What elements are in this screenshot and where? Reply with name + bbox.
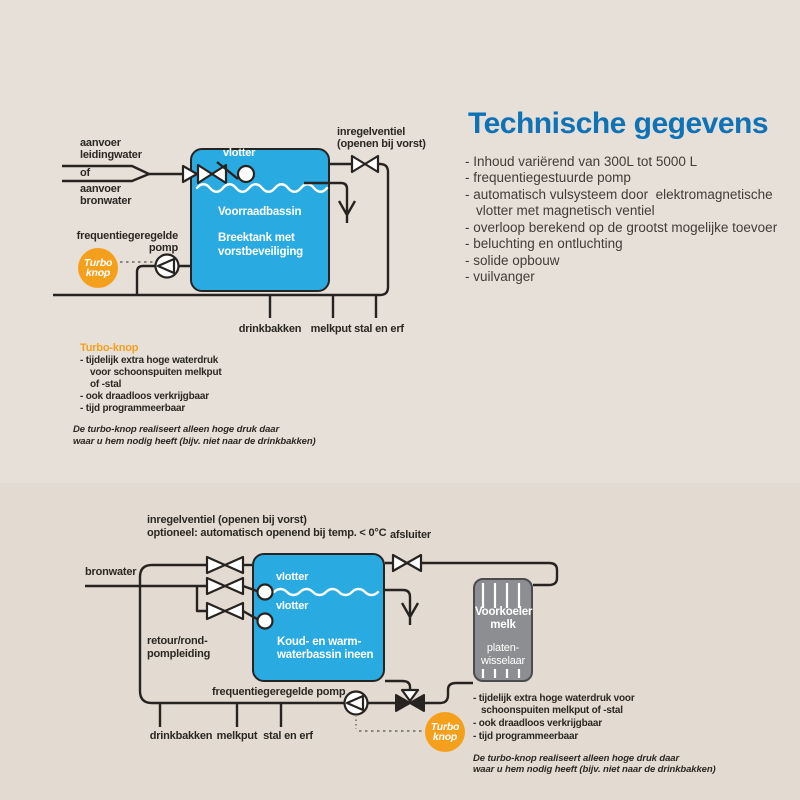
d1-turbo-label-2: knop (85, 267, 111, 279)
turbo-info-note-1: De turbo-knop realiseert alleen hoge dru… (73, 424, 280, 435)
d2-branch-pipe (195, 586, 207, 613)
d2-note-1: De turbo-knop realiseert alleen hoge dru… (473, 753, 680, 764)
d1-overflow-arrow (304, 181, 357, 223)
d2-float1-link (242, 584, 258, 593)
page-title: Technische gegevens (468, 107, 769, 140)
d2-float2-link (242, 609, 258, 621)
turbo-info-bullet-4: - ook draadloos verkrijgbaar (80, 391, 209, 402)
d2-cooler-label-2: melk (490, 619, 516, 631)
turbo-info-bullet-2: voor schoonspuiten melkput (90, 367, 222, 378)
d2-float1-label: vlotter (276, 571, 309, 583)
d2-note-2: waar u hem nodig heeft (bijv. niet naar … (473, 764, 716, 775)
d2-float2-label: vlotter (276, 600, 309, 612)
d2-pump-symbol (343, 690, 369, 716)
d2-water-level (272, 587, 380, 597)
d2-regulator-label-1: inregelventiel (openen bij vorst) (147, 514, 307, 526)
spec-line-7: - solide opbouw (465, 253, 560, 268)
d1-water-level (195, 183, 329, 193)
d2-float1-ball (256, 583, 274, 601)
turbo-info-heading: Turbo-knop (80, 342, 139, 354)
d1-float-label: vlotter (223, 147, 256, 159)
spec-line-5: - overloop berekend op de grootst mogeli… (465, 220, 778, 235)
d1-turbo-label-1: Turbo (83, 257, 113, 269)
d2-shutoff-pipe (385, 561, 559, 587)
d2-valve-1 (205, 555, 245, 575)
d2-cooler-label-1: Voorkoeler (475, 606, 533, 618)
d1-regulator-label-2: (openen bij vorst) (337, 138, 426, 150)
section-bottom-background (0, 483, 800, 800)
d1-output-label-1: drinkbakken (238, 323, 302, 335)
d1-regulator-pipe (53, 162, 390, 297)
spec-line-4: vlotter met magnetisch ventiel (476, 203, 655, 218)
d2-shutoff-label: afsluiter (390, 529, 431, 541)
d2-overflow-arrow (385, 588, 420, 625)
d2-bullet-2: schoonspuiten melkput of -stal (481, 705, 623, 716)
d2-bullet-3: - ook draadloos verkrijgbaar (473, 718, 602, 729)
d2-cooler-label-4: wisselaar (480, 655, 526, 667)
d2-loop-label-2: pompleiding (147, 648, 211, 660)
d2-tank-title-2: waterbassin ineen (277, 649, 374, 661)
d2-shutoff-valve (391, 553, 423, 573)
d2-bullet-4: - tijd programmeerbaar (473, 731, 579, 742)
spec-line-1: - Inhoud variërend van 300L tot 5000 L (465, 154, 698, 169)
d1-supply-or-label: of (80, 167, 90, 179)
d2-tank-title-1: Koud- en warm- (277, 636, 362, 648)
d1-output-label-3: stal en erf (354, 323, 404, 335)
cold-warm-tank (252, 553, 385, 682)
d2-pump-label: frequentiegeregelde pomp (212, 686, 346, 698)
d1-pump-label-1: frequentiegeregelde (76, 230, 179, 242)
turbo-info-bullet-1: - tijdelijk extra hoge waterdruk (80, 355, 219, 366)
d2-turbo-label-2: knop (432, 731, 458, 743)
d2-output-drops (158, 703, 283, 727)
d1-tank-title: Voorraadbassin (218, 206, 302, 218)
spec-line-2: - frequentiegestuurde pomp (465, 170, 631, 185)
d1-supply-funnel (62, 164, 199, 184)
d2-cooler-plates (481, 583, 521, 678)
d2-float2-ball (256, 612, 274, 630)
d1-regulator-label-1: inregelventiel (337, 126, 406, 138)
d2-three-way-valve (395, 688, 425, 712)
d2-tank-drain-pipe (385, 679, 412, 690)
d2-output-label-2: melkput (216, 730, 258, 742)
d2-valve-3 (205, 601, 245, 621)
d2-cooler-feed-pipe (425, 681, 473, 705)
d2-output-label-3: stal en erf (263, 730, 313, 742)
turbo-info-note-2: waar u hem nodig heeft (bijv. niet naar … (73, 436, 316, 447)
d2-valve-2 (205, 576, 245, 596)
spec-line-6: - beluchting en ontluchting (465, 236, 623, 251)
d2-turbo-button: Turbo knop (425, 712, 465, 752)
d1-supply-label-4: bronwater (80, 195, 132, 207)
d2-return-loop (138, 563, 344, 705)
d2-loop-label-1: retour/rond- (147, 635, 208, 647)
d2-cooler-label-3: platen- (486, 642, 520, 654)
spec-line-3: - automatisch vulsysteem door elektromag… (465, 187, 773, 202)
d1-pump-pipe (135, 264, 190, 295)
d1-regulator-valve (350, 154, 380, 174)
d1-output-drops (268, 295, 378, 318)
turbo-info-bullet-5: - tijd programmeerbaar (80, 403, 186, 414)
d1-supply-label-2: leidingwater (80, 149, 142, 161)
turbo-info-bullet-3: of -stal (90, 379, 122, 390)
d2-regulator-label-2: optioneel: automatisch openend bij temp.… (147, 527, 387, 539)
d2-bullet-1: - tijdelijk extra hoge waterdruk voor (473, 693, 635, 704)
spec-line-8: - vuilvanger (465, 269, 535, 284)
d1-tank-subtitle-2: vorstbeveiliging (218, 246, 303, 258)
d1-output-label-2: melkput (310, 323, 352, 335)
d1-pump-label-2: pomp (148, 242, 178, 254)
d2-source-label: bronwater (85, 566, 137, 578)
d1-inlet-arrow (181, 164, 199, 184)
d2-output-label-1: drinkbakken (149, 730, 213, 742)
d1-tank-subtitle-1: Breektank met (218, 232, 295, 244)
d2-turbo-label-1: Turbo (430, 721, 460, 733)
d1-pump-symbol (154, 253, 180, 279)
d1-supply-label-1: aanvoer (80, 137, 121, 149)
d1-supply-label-3: aanvoer (80, 183, 121, 195)
d1-float-ball (236, 164, 256, 184)
d1-turbo-button: Turbo knop (78, 248, 118, 288)
d1-float-valve (196, 161, 256, 185)
